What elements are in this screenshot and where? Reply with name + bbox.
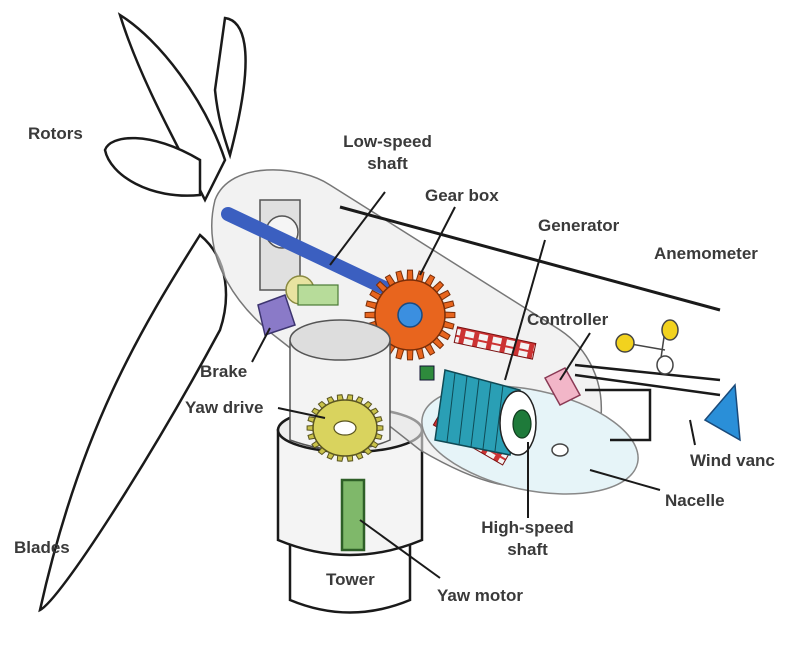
- anemometer-cups: [615, 319, 679, 375]
- label-high-speed-shaft: High-speed shaft: [470, 517, 585, 561]
- label-controller: Controller: [527, 310, 609, 329]
- label-blades: Blades: [14, 538, 70, 557]
- label-gear-box: Gear box: [425, 186, 499, 205]
- label-low-speed-shaft-line2: shaft: [367, 154, 408, 173]
- generator: [419, 365, 537, 456]
- nacelle-vent: [551, 443, 569, 457]
- label-generator: Generator: [538, 216, 620, 235]
- label-high-speed-shaft-line1: High-speed: [481, 518, 574, 537]
- controller-box: [543, 367, 582, 406]
- label-low-speed-shaft: Low-speed shaft: [320, 131, 455, 175]
- label-yaw-drive: Yaw drive: [185, 398, 264, 417]
- label-tower: Tower: [326, 570, 375, 589]
- gear-box: [364, 269, 456, 361]
- yaw-drive-gear: [306, 394, 384, 462]
- label-high-speed-shaft-line2: shaft: [507, 540, 548, 559]
- anemometer-arm: [339, 205, 721, 442]
- brake-block: [257, 275, 339, 336]
- label-low-speed-shaft-line1: Low-speed: [343, 132, 432, 151]
- yaw-motor-body: [340, 478, 366, 552]
- label-yaw-motor: Yaw motor: [437, 586, 523, 605]
- label-rotors: Rotors: [28, 124, 83, 143]
- label-wind-vane: Wind vanc: [690, 451, 775, 470]
- blades: [38, 12, 247, 613]
- label-brake: Brake: [200, 362, 248, 381]
- leader-lines: [251, 191, 696, 579]
- wind-vane: [703, 383, 741, 442]
- label-nacelle: Nacelle: [665, 491, 725, 510]
- label-anemometer: Anemometer: [654, 244, 758, 263]
